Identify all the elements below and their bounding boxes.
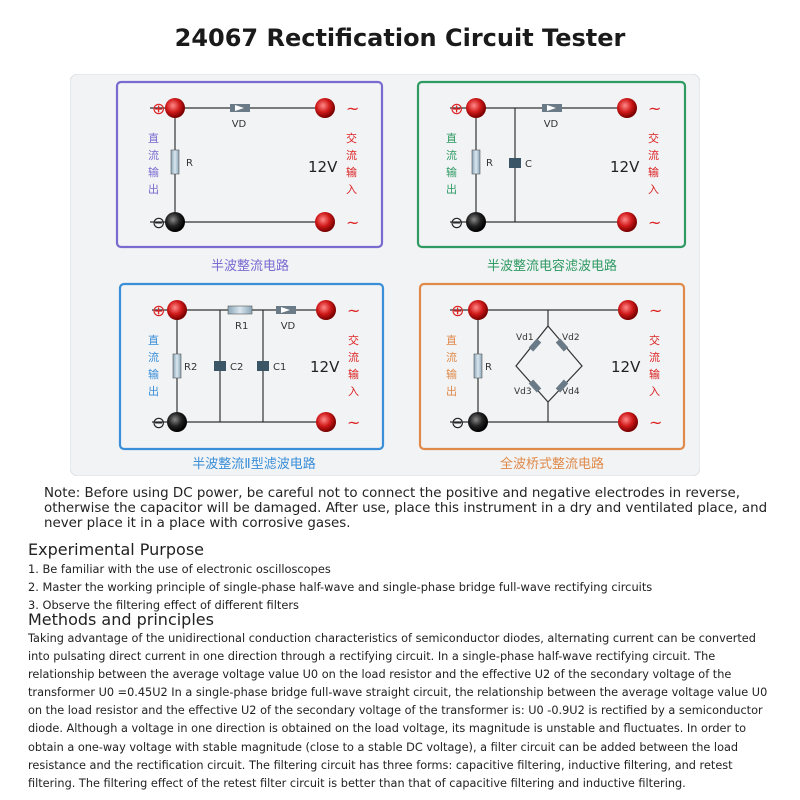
svg-text:⊕: ⊕ xyxy=(152,99,165,118)
svg-text:12V: 12V xyxy=(308,158,338,176)
svg-text:12V: 12V xyxy=(611,358,641,376)
terminal-minus xyxy=(165,212,185,232)
svg-text:流: 流 xyxy=(346,148,357,162)
svg-text:⊖: ⊖ xyxy=(152,213,165,232)
svg-text:流: 流 xyxy=(446,350,457,364)
svg-text:流: 流 xyxy=(648,148,659,162)
svg-text:交: 交 xyxy=(348,333,359,347)
svg-text:12V: 12V xyxy=(610,158,640,176)
svg-text:全波桥式整流电路: 全波桥式整流电路 xyxy=(500,456,604,472)
page-title: 24067 Rectification Circuit Tester xyxy=(174,24,626,52)
svg-text:出: 出 xyxy=(446,384,457,398)
svg-text:交: 交 xyxy=(649,333,660,347)
svg-text:输: 输 xyxy=(446,367,457,381)
svg-text:流: 流 xyxy=(649,350,660,364)
svg-text:⊖: ⊖ xyxy=(152,413,165,432)
svg-text:C1: C1 xyxy=(273,362,286,373)
svg-text:半波整流Ⅱ型滤波电路: 半波整流Ⅱ型滤波电路 xyxy=(192,456,315,472)
svg-text:R: R xyxy=(186,158,193,169)
svg-text:输: 输 xyxy=(648,165,659,179)
svg-text:⊖: ⊖ xyxy=(451,413,464,432)
svg-text:Vd3: Vd3 xyxy=(514,387,532,397)
svg-text:VD: VD xyxy=(232,119,247,130)
methods-text: Taking advantage of the unidirectional c… xyxy=(28,632,768,790)
svg-text:C2: C2 xyxy=(230,362,243,373)
svg-text:Vd1: Vd1 xyxy=(516,333,534,343)
svg-text:输: 输 xyxy=(148,165,159,179)
svg-text:直: 直 xyxy=(446,333,457,347)
tester-board-photo: VD R ⊕ ⊖ ~ ~ 直流输出 交流输入 12V 半波整流电路 VD R C… xyxy=(70,74,700,476)
svg-text:R: R xyxy=(486,158,493,169)
svg-text:Vd4: Vd4 xyxy=(562,387,580,397)
svg-text:~: ~ xyxy=(648,213,661,232)
svg-text:Vd2: Vd2 xyxy=(562,333,580,343)
capacitor-c xyxy=(509,158,521,168)
terminal-plus xyxy=(165,98,185,118)
svg-text:⊕: ⊕ xyxy=(152,301,165,320)
svg-text:~: ~ xyxy=(346,213,359,232)
svg-text:直: 直 xyxy=(148,333,159,347)
svg-text:半波整流电容滤波电路: 半波整流电容滤波电路 xyxy=(487,258,617,274)
diode-vd xyxy=(542,104,562,112)
svg-text:流: 流 xyxy=(348,350,359,364)
svg-text:12V: 12V xyxy=(310,358,340,376)
svg-text:VD: VD xyxy=(281,321,296,332)
svg-text:流: 流 xyxy=(148,350,159,364)
svg-text:~: ~ xyxy=(347,301,360,320)
diode-vd xyxy=(230,104,250,112)
svg-text:流: 流 xyxy=(446,148,457,162)
purpose-item: 2. Master the working principle of singl… xyxy=(28,580,653,594)
svg-text:VD: VD xyxy=(544,119,559,130)
svg-text:交: 交 xyxy=(648,131,659,145)
terminal-ac-bottom xyxy=(315,212,335,232)
svg-text:C: C xyxy=(525,159,532,170)
resistor-r xyxy=(471,149,481,175)
svg-text:入: 入 xyxy=(648,183,659,196)
svg-text:R2: R2 xyxy=(184,362,197,373)
svg-text:输: 输 xyxy=(649,367,660,381)
svg-text:输: 输 xyxy=(346,165,357,179)
svg-text:出: 出 xyxy=(148,182,159,196)
svg-text:交: 交 xyxy=(346,131,357,145)
svg-text:~: ~ xyxy=(649,413,662,432)
svg-text:⊕: ⊕ xyxy=(450,99,463,118)
svg-text:出: 出 xyxy=(446,182,457,196)
resistor-r xyxy=(170,149,180,175)
svg-text:R1: R1 xyxy=(235,321,248,332)
purpose-item: 3. Observe the filtering effect of diffe… xyxy=(28,598,299,612)
svg-text:出: 出 xyxy=(148,384,159,398)
terminal-ac-top xyxy=(315,98,335,118)
purpose-heading: Experimental Purpose xyxy=(28,540,204,559)
methods-heading: Methods and principles xyxy=(28,610,214,629)
svg-text:~: ~ xyxy=(347,413,360,432)
svg-text:⊖: ⊖ xyxy=(450,213,463,232)
svg-text:R: R xyxy=(485,362,492,373)
svg-text:输: 输 xyxy=(348,367,359,381)
svg-text:直: 直 xyxy=(148,131,159,145)
svg-text:输: 输 xyxy=(148,367,159,381)
purpose-item: 1. Be familiar with the use of electroni… xyxy=(28,562,331,576)
usage-note: Note: Before using DC power, be careful … xyxy=(44,486,768,531)
svg-text:直: 直 xyxy=(446,131,457,145)
svg-text:输: 输 xyxy=(446,165,457,179)
svg-text:~: ~ xyxy=(649,301,662,320)
purpose-list: 1. Be familiar with the use of electroni… xyxy=(28,560,652,614)
svg-text:流: 流 xyxy=(148,148,159,162)
svg-text:入: 入 xyxy=(348,385,359,398)
svg-text:入: 入 xyxy=(346,183,357,196)
svg-text:~: ~ xyxy=(346,99,359,118)
svg-text:入: 入 xyxy=(649,385,660,398)
caption-1: 半波整流电路 xyxy=(211,258,289,274)
svg-text:~: ~ xyxy=(648,99,661,118)
svg-text:⊕: ⊕ xyxy=(451,301,464,320)
